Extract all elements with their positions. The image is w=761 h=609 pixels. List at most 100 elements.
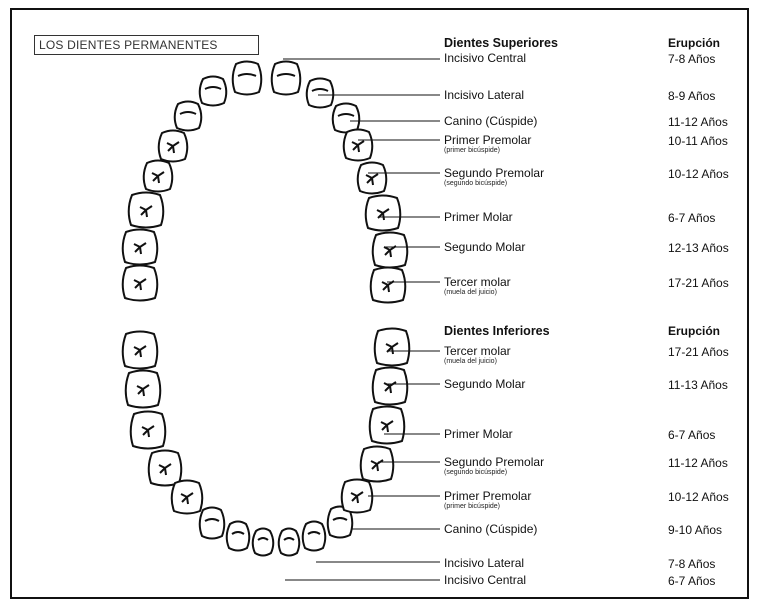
tooth-subname: (segundo bicúspide) [444,469,544,477]
tooth-outline [200,508,225,539]
tooth-outline [200,77,227,106]
lower-tooth-1 [126,371,161,408]
tooth-name: Segundo Molar [444,378,525,391]
tooth-outline [253,529,274,556]
lower-label-1: Segundo Molar [444,378,525,391]
lower-tooth-14 [373,368,408,405]
lower-label-0: Tercer molar(muela del juicio) [444,345,511,366]
upper-eruption-4: 10-12 Años [668,167,729,181]
upper-eruption-7: 17-21 Años [668,276,729,290]
tooth-outline [272,62,301,95]
lower-label-2: Primer Molar [444,428,513,441]
tooth-name: Primer Premolar [444,134,531,147]
lower-tooth-6 [227,522,250,551]
lower-tooth-11 [342,480,373,513]
upper-tooth-3 [144,161,173,192]
tooth-subname: (primer bicúspide) [444,503,531,511]
lower-header: Dientes Inferiores [444,324,550,338]
lower-label-7: Incisivo Central [444,574,526,587]
tooth-subname: (muela del juicio) [444,358,511,366]
upper-eruption-0: 7-8 Años [668,52,715,66]
upper-tooth-6 [200,77,227,106]
tooth-name: Segundo Premolar [444,167,544,180]
lower-label-5: Canino (Cúspide) [444,523,537,536]
tooth-name: Tercer molar [444,276,511,289]
upper-label-6: Segundo Molar [444,241,525,254]
upper-tooth-14 [373,233,408,268]
upper-label-5: Primer Molar [444,211,513,224]
lower-tooth-2 [131,412,166,449]
upper-label-7: Tercer molar(muela del juicio) [444,276,511,297]
upper-tooth-11 [344,130,373,161]
upper-tooth-10 [333,104,360,133]
tooth-name: Segundo Premolar [444,456,544,469]
lower-tooth-3 [149,451,182,486]
tooth-outline [279,529,300,556]
upper-tooth-9 [307,79,334,108]
upper-tooth-0 [123,266,158,301]
lower-tooth-7 [253,529,274,556]
lower-eruption-header: Erupción [668,324,720,338]
tooth-outline [233,62,262,95]
lower-label-6: Incisivo Lateral [444,557,524,570]
upper-tooth-1 [123,230,158,265]
tooth-subname: (muela del juicio) [444,289,511,297]
lower-label-4: Primer Premolar(primer bicúspide) [444,490,531,511]
tooth-outline [227,522,250,551]
upper-tooth-13 [366,196,401,231]
upper-label-2: Canino (Cúspide) [444,115,537,128]
lower-eruption-4: 10-12 Años [668,490,729,504]
tooth-name: Canino (Cúspide) [444,523,537,536]
lower-tooth-0 [123,332,158,369]
tooth-subname: (primer bicúspide) [444,147,531,155]
upper-tooth-12 [358,163,387,194]
tooth-name: Incisivo Central [444,52,526,65]
lower-tooth-13 [370,407,405,444]
lower-tooth-15 [375,329,410,366]
tooth-outline [303,522,326,551]
tooth-name: Primer Premolar [444,490,531,503]
lower-tooth-12 [361,447,394,482]
upper-tooth-4 [159,131,188,162]
upper-eruption-3: 10-11 Años [668,134,728,148]
upper-eruption-1: 8-9 Años [668,89,715,103]
tooth-outline [307,79,334,108]
upper-eruption-header: Erupción [668,36,720,50]
tooth-name: Canino (Cúspide) [444,115,537,128]
upper-label-1: Incisivo Lateral [444,89,524,102]
upper-tooth-15 [371,268,406,303]
lower-tooth-8 [279,529,300,556]
upper-tooth-5 [175,102,202,131]
lower-tooth-4 [172,481,203,514]
tooth-name: Segundo Molar [444,241,525,254]
upper-label-0: Incisivo Central [444,52,526,65]
upper-tooth-2 [129,193,164,228]
upper-header: Dientes Superiores [444,36,558,50]
upper-eruption-2: 11-12 Años [668,115,728,129]
lower-eruption-3: 11-12 Años [668,456,728,470]
upper-tooth-7 [233,62,262,95]
lower-label-3: Segundo Premolar(segundo bicúspide) [444,456,544,477]
tooth-name: Primer Molar [444,428,513,441]
tooth-name: Primer Molar [444,211,513,224]
tooth-outline [333,104,360,133]
upper-eruption-6: 12-13 Años [668,241,729,255]
tooth-name: Incisivo Lateral [444,557,524,570]
lower-eruption-5: 9-10 Años [668,523,722,537]
lower-eruption-0: 17-21 Años [668,345,729,359]
lower-tooth-9 [303,522,326,551]
lower-eruption-6: 7-8 Años [668,557,715,571]
tooth-subname: (segundo bicúspide) [444,180,544,188]
lower-eruption-1: 11-13 Años [668,378,728,392]
upper-label-4: Segundo Premolar(segundo bicúspide) [444,167,544,188]
lower-tooth-5 [200,508,225,539]
upper-label-3: Primer Premolar(primer bicúspide) [444,134,531,155]
tooth-name: Tercer molar [444,345,511,358]
lower-eruption-2: 6-7 Años [668,428,715,442]
tooth-outline [175,102,202,131]
lower-eruption-7: 6-7 Años [668,574,715,588]
upper-tooth-8 [272,62,301,95]
tooth-name: Incisivo Central [444,574,526,587]
upper-eruption-5: 6-7 Años [668,211,715,225]
